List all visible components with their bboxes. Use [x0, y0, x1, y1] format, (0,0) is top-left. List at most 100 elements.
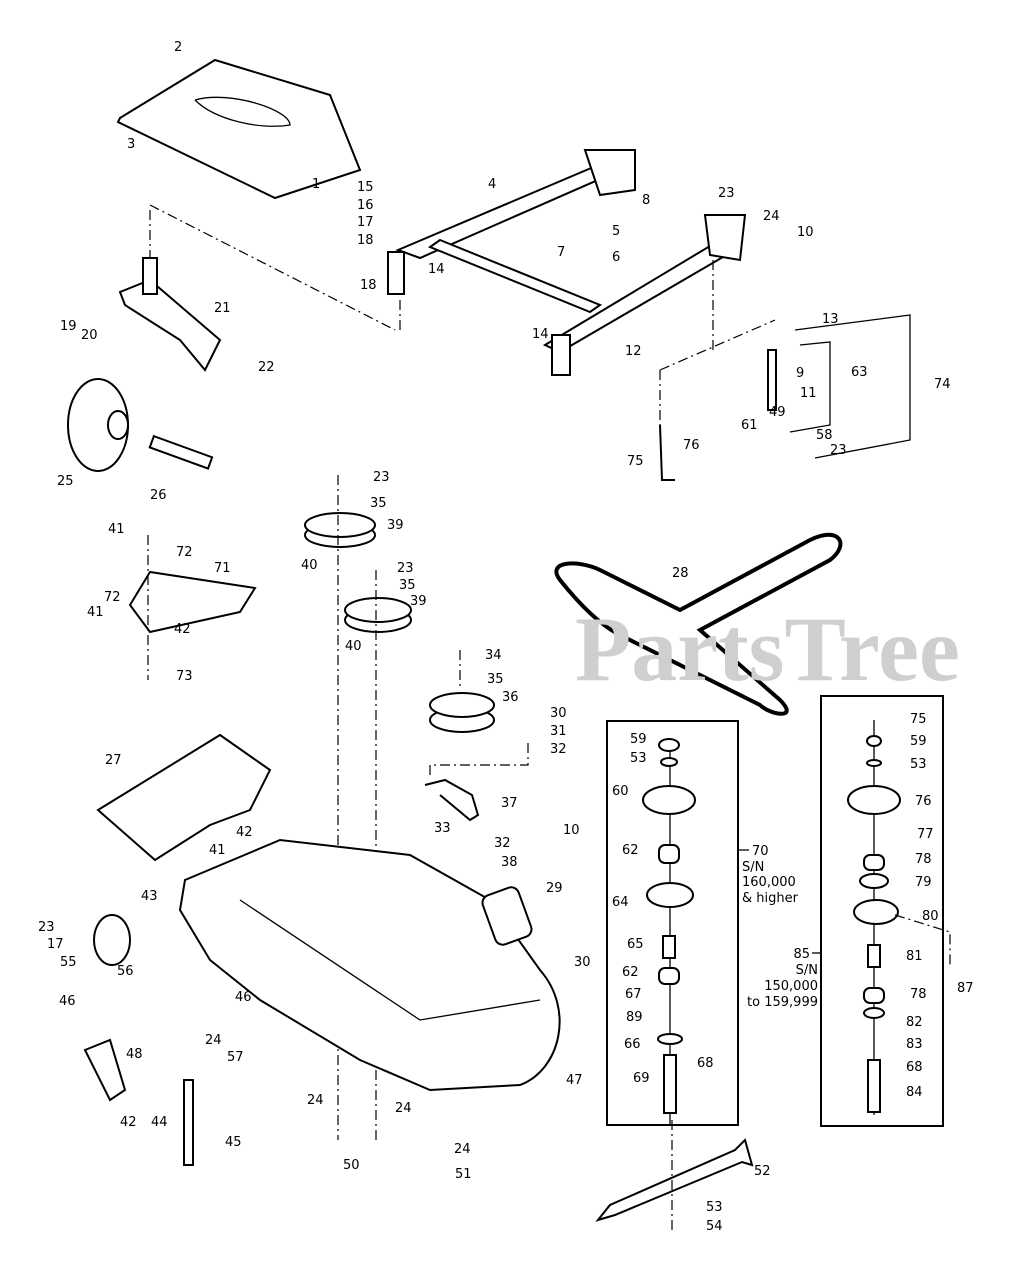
hitch-frame — [387, 149, 747, 376]
part-callout-61: 61 — [741, 418, 758, 433]
part-callout-9: 9 — [796, 366, 804, 381]
spindle-70-callout-60: 60 — [612, 784, 629, 799]
assembly-85-number: 85 — [793, 947, 810, 962]
spindle-85-callout-77: 77 — [917, 827, 934, 842]
assembly-85-serial-range: 150,000 — [764, 979, 818, 994]
part-callout-30: 30 — [574, 955, 591, 970]
deck-wheel — [93, 914, 131, 966]
part-callout-23: 23 — [38, 920, 55, 935]
part-callout-42: 42 — [174, 622, 191, 637]
part-callout-27: 27 — [105, 753, 122, 768]
part-callout-48: 48 — [126, 1047, 143, 1062]
part-callout-41: 41 — [87, 605, 104, 620]
spindle-85-callout-76: 76 — [915, 794, 932, 809]
part-callout-58: 58 — [816, 428, 833, 443]
assembly-85-serial-label: S/N — [796, 963, 818, 978]
caster-pin — [142, 257, 158, 295]
part-callout-35: 35 — [399, 578, 416, 593]
cover-logo — [194, 96, 291, 127]
idler-arm — [424, 778, 480, 822]
spindle-85-callout-79: 79 — [915, 875, 932, 890]
spindle-70-callout-66: 66 — [624, 1037, 641, 1052]
spindle-85-callout-53: 53 — [910, 757, 927, 772]
part-callout-74: 74 — [934, 377, 951, 392]
part-callout-24: 24 — [307, 1093, 324, 1108]
spindle-85-callout-59: 59 — [910, 734, 927, 749]
part-callout-24: 24 — [454, 1142, 471, 1157]
spindle-70-callout-53: 53 — [630, 751, 647, 766]
part-callout-73: 73 — [176, 669, 193, 684]
assembly-70-serial-range: 160,000 — [742, 875, 796, 890]
part-callout-42: 42 — [120, 1115, 137, 1130]
pin-44 — [183, 1079, 194, 1166]
spindle-85-callout-78: 78 — [915, 852, 932, 867]
part-callout-52: 52 — [754, 1164, 771, 1179]
part-callout-41: 41 — [209, 843, 226, 858]
part-callout-24: 24 — [205, 1033, 222, 1048]
spindle-70-callout-59: 59 — [630, 732, 647, 747]
part-callout-41: 41 — [108, 522, 125, 537]
part-callout-31: 31 — [550, 724, 567, 739]
part-callout-8: 8 — [642, 193, 650, 208]
baffle-71 — [128, 570, 257, 634]
part-callout-53: 53 — [706, 1200, 723, 1215]
part-callout-12: 12 — [625, 344, 642, 359]
spindle-70-callout-67: 67 — [625, 987, 642, 1002]
spindle-70-callout-62: 62 — [622, 965, 639, 980]
part-callout-18: 18 — [357, 233, 374, 248]
mower-blade — [595, 1138, 754, 1222]
part-callout-10: 10 — [797, 225, 814, 240]
part-callout-71: 71 — [214, 561, 231, 576]
part-callout-23: 23 — [397, 561, 414, 576]
pulley-39-lower — [344, 597, 412, 633]
spindle-85-callout-83: 83 — [906, 1037, 923, 1052]
part-callout-39: 39 — [387, 518, 404, 533]
part-callout-24: 24 — [763, 209, 780, 224]
watermark: PartsTree — [575, 598, 960, 700]
idler-pulley-36 — [429, 692, 495, 733]
part-callout-28: 28 — [672, 566, 689, 581]
part-callout-19: 19 — [60, 319, 77, 334]
part-callout-46: 46 — [235, 990, 252, 1005]
assembly-70-serial-suffix: & higher — [742, 891, 799, 906]
lift-rod — [659, 424, 675, 481]
part-callout-7: 7 — [557, 245, 565, 260]
part-callout-38: 38 — [501, 855, 518, 870]
part-callout-5: 5 — [612, 224, 620, 239]
part-callout-51: 51 — [455, 1167, 472, 1182]
spindle-85-callout-82: 82 — [906, 1015, 923, 1030]
spindle-85-callout-87: 87 — [957, 981, 974, 996]
spindle-70-callout-89: 89 — [626, 1010, 643, 1025]
part-callout-42: 42 — [236, 825, 253, 840]
spindle-85-callout-68: 68 — [906, 1060, 923, 1075]
part-callout-57: 57 — [227, 1050, 244, 1065]
part-callout-49: 49 — [769, 405, 786, 420]
spindle-assembly-70-box — [606, 720, 739, 1126]
spindle-85-callout-81: 81 — [906, 949, 923, 964]
part-callout-29: 29 — [546, 881, 563, 896]
deck-bracket-48 — [83, 1038, 127, 1102]
deck-cover — [116, 58, 362, 200]
part-callout-32: 32 — [494, 836, 511, 851]
spindle-85-parts — [847, 720, 901, 1115]
part-callout-3: 3 — [127, 137, 135, 152]
caster-arm — [118, 278, 222, 372]
part-callout-14: 14 — [428, 262, 445, 277]
part-callout-1: 1 — [312, 177, 320, 192]
part-callout-35: 35 — [487, 672, 504, 687]
part-callout-23: 23 — [373, 470, 390, 485]
discharge-chute — [96, 733, 272, 862]
part-callout-6: 6 — [612, 250, 620, 265]
wheel-axle — [148, 434, 214, 470]
part-callout-47: 47 — [566, 1073, 583, 1088]
spindle-70-callout-62: 62 — [622, 843, 639, 858]
part-callout-4: 4 — [488, 177, 496, 192]
part-callout-39: 39 — [410, 594, 427, 609]
part-callout-34: 34 — [485, 648, 502, 663]
assembly-85-serial-suffix: to 159,999 — [747, 995, 818, 1010]
part-callout-35: 35 — [370, 496, 387, 511]
spindle-85-callout-84: 84 — [906, 1085, 923, 1100]
part-callout-40: 40 — [301, 558, 318, 573]
